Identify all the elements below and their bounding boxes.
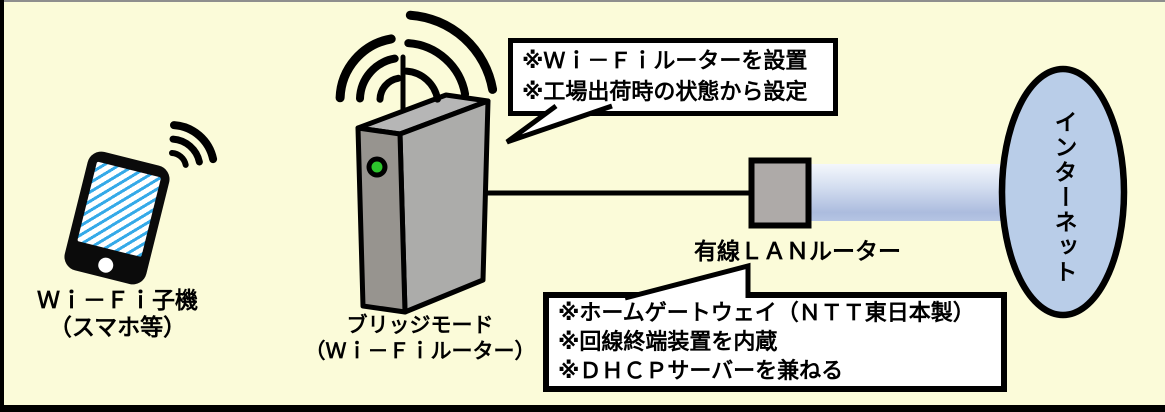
wifi-router-label-line1: ブリッジモード — [346, 313, 494, 337]
wifi-router-callout-line1: ※Ｗｉ－Ｆｉルーターを設置 — [522, 49, 808, 74]
left-frame-border — [0, 0, 4, 412]
top-strip — [0, 0, 1165, 2]
router-wifi-waves-right-icon — [402, 10, 498, 103]
smartphone-screen — [77, 161, 162, 258]
internet-cloud-ellipse — [998, 65, 1128, 319]
internet-link-tube — [806, 164, 1008, 221]
wifi-router-label-line2: （Ｗｉ－Ｆｉルーター） — [304, 339, 536, 363]
home-button-icon — [96, 255, 115, 275]
router-side-face — [355, 125, 408, 315]
wifi-router-device — [355, 54, 491, 315]
wifi-router-callout-tail — [505, 103, 613, 145]
wifi-router-callout: ※Ｗｉ－Ｆｉルーターを設置 ※工場出荷時の状態から設定 — [508, 38, 838, 116]
internet-label: インターネット — [1050, 110, 1076, 285]
lan-router-callout-line3: ※ＤＨＣＰサーバーを兼ねる — [558, 358, 844, 384]
lan-router-callout-line2: ※回線終端装置を内蔵 — [558, 329, 778, 355]
wifi-router-callout-line2: ※工場出荷時の状態から設定 — [522, 80, 808, 105]
power-led-icon — [371, 161, 383, 173]
wifi-router-label: ブリッジモード （Ｗｉ－Ｆｉルーター） — [285, 312, 555, 364]
bottom-frame-border — [0, 405, 1165, 412]
phone-label-line2: （スマホ等） — [48, 315, 187, 341]
lan-router-callout-tail — [624, 262, 751, 301]
lan-router-callout-line1: ※ホームゲートウェイ（ＮＴＴ東日本製） — [558, 300, 975, 326]
router-wifi-waves-left-icon — [335, 34, 402, 103]
lan-router-label: 有線ＬＡＮルーター — [694, 239, 901, 265]
phone-label: Ｗｉ－Ｆｉ子機 （スマホ等） — [10, 288, 225, 342]
phone-label-line1: Ｗｉ－Ｆｉ子機 — [37, 288, 198, 314]
lan-router-callout: ※ホームゲートウェイ（ＮＴＴ東日本製） ※回線終端装置を内蔵 ※ＤＨＣＰサーバー… — [543, 292, 1007, 392]
router-front-face — [397, 98, 491, 315]
lan-router-box — [748, 157, 812, 229]
phone-wifi-waves-icon — [169, 121, 218, 168]
